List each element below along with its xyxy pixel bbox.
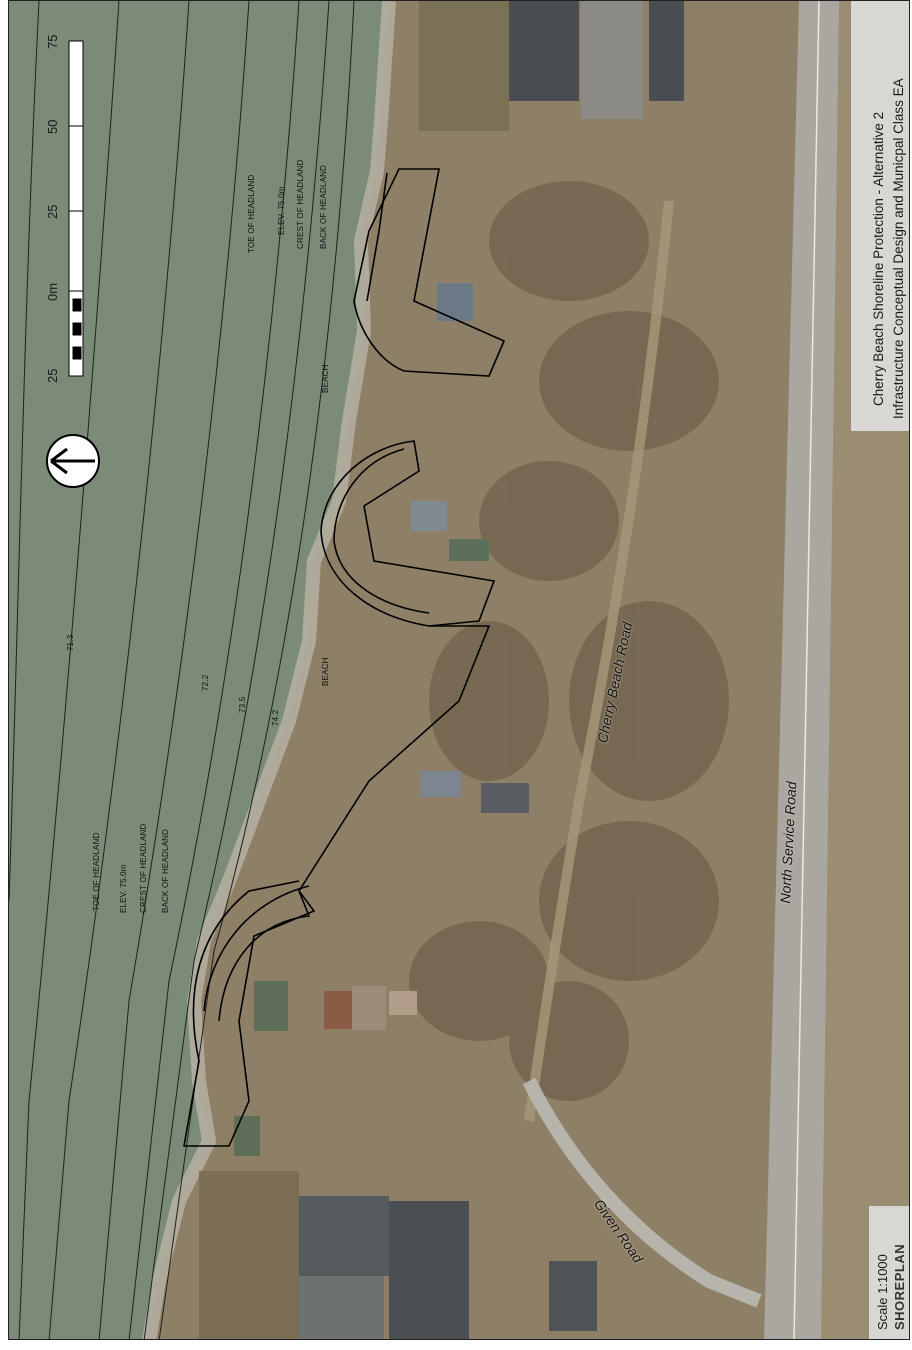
headland1-elev-label: ELEV. 75.0m [277,186,286,235]
scale-text: Scale 1:1000 [875,1254,890,1330]
scale-label-25: 25 [45,204,60,219]
contour-label-71-3: 71.3 [66,634,75,651]
lawn-bottom [199,1171,299,1339]
contour-label-72-2: 72.2 [201,674,210,691]
vegetation [409,181,729,1101]
title-line-1: Cherry Beach Shoreline Protection - Alte… [871,111,886,406]
headland2-crest-label: CREST OF HEADLAND [139,823,148,914]
north-service-road [764,1,839,1339]
shore-rock-band [142,1,396,1339]
headland2-elev-label: ELEV. 75.0m [119,864,128,913]
lawn-top [419,1,509,131]
title-line-2: Infrastructure Conceptual Design and Mun… [891,78,906,419]
bathymetry-contours [9,1,355,1339]
scale-label-50: 50 [45,119,60,134]
contour-label-73-5: 73.5 [238,696,247,713]
cherry-beach-road [524,200,674,1122]
headland2-toe-label: TOE OF HEADLAND [92,832,101,911]
headland1-toe-label: TOE OF HEADLAND [247,174,256,253]
beach-label-1: BEACH [321,364,330,393]
lake-water [9,1,389,1339]
headland1-crest-label: CREST OF HEADLAND [296,159,305,250]
headland2-back-label: BACK OF HEADLAND [161,828,170,913]
beach-label-2: BEACH [321,657,330,686]
scale-block: Scale 1:1000 SHOREPLAN [869,1206,909,1339]
headland-outlines [183,168,506,1147]
scale-bar [68,40,84,377]
map-frame: 75 50 25 0m 25 TOE OF HEADLAND ELEV. 75.… [8,0,910,1340]
scale-label-25b: 25 [45,368,60,383]
given-road [522,1077,762,1308]
brand-logo: SHOREPLAN [892,1243,907,1330]
scale-label-0m: 0m [45,282,60,301]
title-block: Cherry Beach Shoreline Protection - Alte… [851,1,909,431]
parking-lot-top [581,1,643,119]
headland1-back-label: BACK OF HEADLAND [319,164,328,249]
parking-lot-bottom [389,1201,469,1339]
aerial-map [9,1,909,1339]
buildings [234,1,684,1339]
contour-label-74-2: 74.2 [271,709,280,726]
north-arrow-icon [46,434,100,488]
scale-label-75: 75 [45,34,60,49]
